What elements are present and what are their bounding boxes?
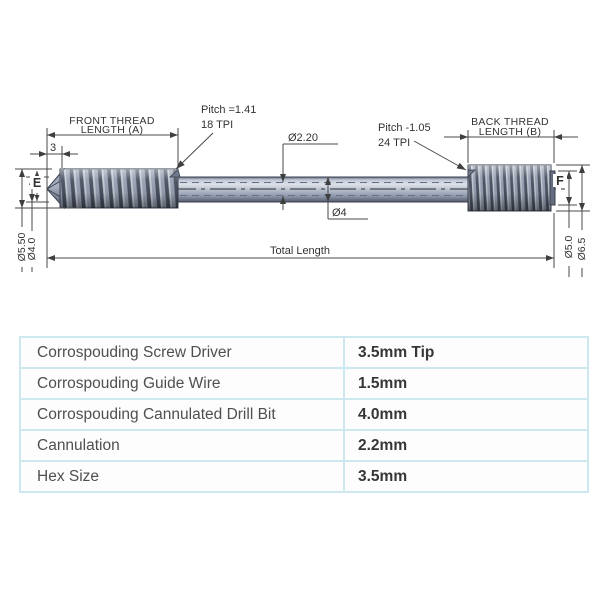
screw-body: [46, 164, 566, 212]
back-thread: [467, 164, 552, 212]
spec-label: Cannulation: [21, 431, 345, 460]
back-thread-length-label-line1: BACK THREAD: [471, 116, 549, 128]
front-thread-length-label-line1: FRONT THREAD: [69, 115, 155, 127]
front-pitch-callout-line1: Pitch =1.41: [201, 104, 256, 116]
spec-value: 1.5mm: [358, 374, 408, 392]
extension-lines: [15, 128, 590, 268]
screw-technical-drawing: FRONT THREAD LENGTH (A) BACK THREAD LENG…: [15, 104, 590, 277]
back-thread-length-label-line2: LENGTH (B): [479, 126, 542, 138]
front-od-label: Ø5.50: [16, 233, 28, 262]
tip-reference-letter: E: [33, 176, 41, 190]
table-row: Corrospouding Guide Wire 1.5mm: [21, 369, 587, 400]
spec-label: Corrospouding Cannulated Drill Bit: [21, 400, 345, 429]
spec-value: 2.2mm: [358, 436, 408, 454]
front-pitch-callout-line2: 18 TPI: [201, 119, 233, 131]
spec-value: 3.5mm Tip: [358, 343, 435, 361]
back-od-label: Ø6.5: [576, 237, 588, 260]
tip-length-label: 3: [50, 142, 56, 154]
spec-label: Corrospouding Guide Wire: [21, 369, 345, 398]
end-reference-letter: F: [556, 174, 564, 188]
front-thread-length-label-line2: LENGTH (A): [81, 124, 144, 136]
back-core-label: Ø5.0: [563, 235, 575, 258]
total-length-label: Total Length: [270, 245, 330, 257]
table-row: Cannulation 2.2mm: [21, 431, 587, 462]
table-row: Hex Size 3.5mm: [21, 462, 587, 491]
back-pitch-callout-line1: Pitch -1.05: [378, 122, 431, 134]
spec-value: 3.5mm: [358, 467, 408, 485]
cannulation-diameter-label: Ø2.20: [288, 132, 318, 144]
spec-label: Corrospouding Screw Driver: [21, 338, 345, 367]
shaft-diameter-label: Ø4: [332, 207, 347, 219]
front-core-label: Ø4.0: [26, 237, 38, 260]
back-pitch-callout-line2: 24 TPI: [378, 137, 410, 149]
spec-label: Hex Size: [21, 462, 345, 491]
label-backers: [15, 174, 589, 268]
dimension-arrowheads: [19, 132, 585, 261]
spec-value: 4.0mm: [358, 405, 408, 423]
screw-end-face: [549, 170, 556, 206]
table-row: Corrospouding Cannulated Drill Bit 4.0mm: [21, 400, 587, 431]
front-thread: [59, 168, 181, 209]
table-row: Corrospouding Screw Driver 3.5mm Tip: [21, 338, 587, 369]
specification-table: Corrospouding Screw Driver 3.5mm Tip Cor…: [19, 336, 589, 493]
